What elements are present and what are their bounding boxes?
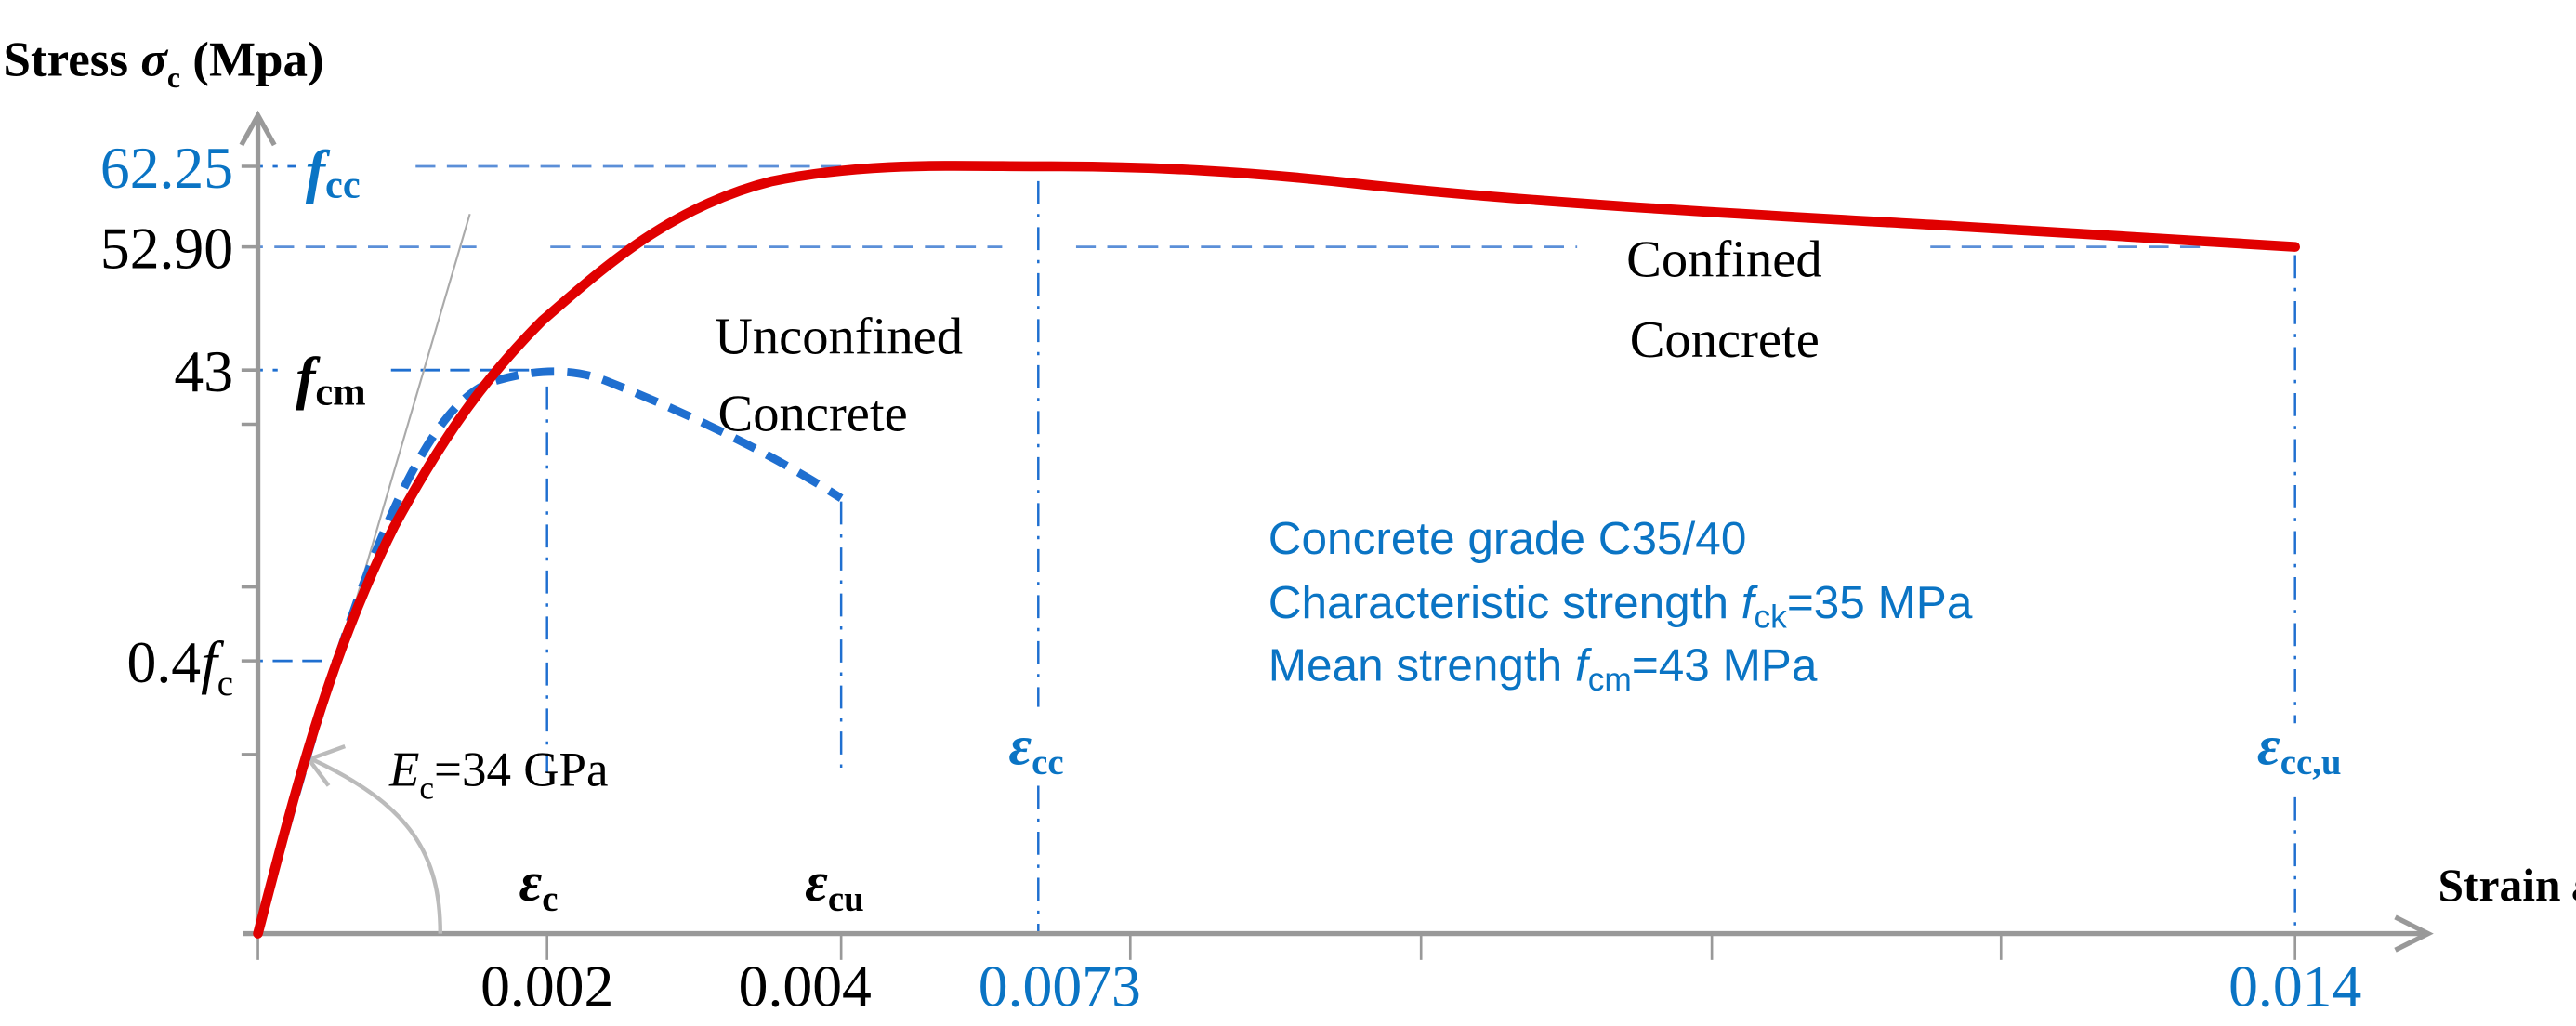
x-tick-0-014: 0.014 <box>2228 953 2361 1019</box>
unconfined-label-line1: Unconfined <box>715 309 963 366</box>
unconfined-label-line2: Concrete <box>718 386 908 443</box>
fcm-marker: fcm <box>296 345 365 414</box>
info-characteristic-strength: Characteristic strength fck=35 MPa <box>1268 577 1973 636</box>
info-concrete-grade: Concrete grade C35/40 <box>1268 513 1747 564</box>
y-axis-arrowhead <box>239 110 277 147</box>
ec-modulus-label: Ec=34 GPa <box>388 743 609 806</box>
x-tick-0-0073: 0.0073 <box>979 953 1141 1019</box>
info-block: Concrete grade C35/40 Characteristic str… <box>1268 513 1973 698</box>
y-axis-title: Stress σc (Mpa) <box>4 33 324 99</box>
confined-curve <box>253 161 2300 939</box>
x-ticks <box>256 933 2297 960</box>
x-axis-title: Strain εc <box>2438 860 2576 917</box>
x-axis-arrowhead <box>2394 914 2434 953</box>
y-tick-0-4fc: 0.4fc <box>127 629 233 704</box>
confined-label-line1: Confined <box>1626 230 1822 288</box>
curve-labels: Unconfined Concrete Confined Concrete <box>715 230 1822 442</box>
y-tick-62-25: 62.25 <box>100 135 233 201</box>
eps-c-marker: εc <box>519 851 559 919</box>
x-markers: εc εcu εcc εcc,u <box>519 715 2342 918</box>
x-tick-0-002: 0.002 <box>480 953 613 1019</box>
vertical-guides <box>545 180 2296 934</box>
fcc-marker: fcc <box>306 138 361 207</box>
y-tick-52-90: 52.90 <box>100 216 233 282</box>
y-ticks <box>241 164 258 756</box>
axes <box>239 110 2434 960</box>
confined-label-line2: Concrete <box>1630 311 1820 369</box>
y-tick-labels: 62.25 52.90 43 0.4fc <box>100 135 233 704</box>
y-tick-43: 43 <box>174 338 233 404</box>
unconfined-curve <box>254 367 844 935</box>
eps-cc-u-marker: εcc,u <box>2257 715 2342 783</box>
x-tick-0-004: 0.004 <box>739 953 872 1019</box>
x-tick-labels: 0.002 0.004 0.0073 0.014 <box>480 953 2361 1019</box>
eps-cc-marker: εcc <box>1008 715 1063 783</box>
eps-cu-marker: εcu <box>805 851 864 919</box>
info-mean-strength: Mean strength fcm=43 MPa <box>1268 639 1818 698</box>
ec-arc-arrow <box>310 757 442 934</box>
